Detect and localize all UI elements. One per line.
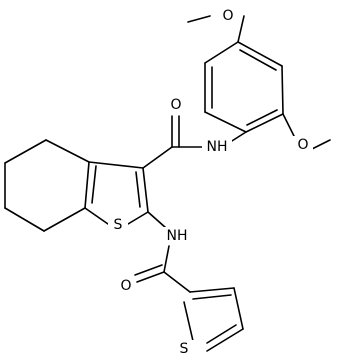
bond-carbonyl-thiophene <box>163 271 191 293</box>
bond-c3a-c3 <box>88 161 144 169</box>
bond-o-top-ring <box>237 15 245 43</box>
bond-cy-5 <box>43 207 86 232</box>
atom-nh-lower: NH <box>167 228 188 244</box>
bond-th-3 <box>206 328 244 352</box>
bond-methyl-top <box>187 15 211 23</box>
bond-cy-2 <box>4 139 47 164</box>
atom-s-benzothiophene: S <box>114 217 123 233</box>
bond-c3-c2-inner <box>135 171 141 208</box>
atom-labels: O O O NH S NH O S <box>108 7 313 358</box>
bond-c7a-c3a-inner <box>91 165 97 204</box>
bond-s-c7a <box>84 207 109 225</box>
bond-carbonyl-o-lower-2 <box>134 264 163 276</box>
bond-ring-a6 <box>204 41 239 64</box>
atom-nh-upper: NH <box>207 139 228 155</box>
bond-c7a-c3a <box>84 161 90 209</box>
bond-ring-a3-inner <box>246 109 278 126</box>
bond-ring-a1-inner <box>239 49 277 71</box>
atom-o-methoxy-right: O <box>297 137 308 153</box>
bond-ring-o-right <box>282 113 297 141</box>
bond-ring-a3 <box>245 113 284 133</box>
atom-s-thiophene: S <box>180 341 189 357</box>
bonds <box>4 15 331 352</box>
bond-cy-1 <box>45 139 90 163</box>
bond-c2-nh-lower <box>147 211 167 229</box>
bond-ring-a4 <box>204 111 247 133</box>
bond-th-1-inner <box>192 294 232 300</box>
bond-ring-a1 <box>237 41 283 67</box>
bond-nh-carbonyl-lower <box>163 245 170 273</box>
bond-ring-a2 <box>281 65 284 115</box>
atom-o-amide-lower: O <box>120 278 131 294</box>
bond-th-2 <box>233 287 244 330</box>
bond-carbonyl-c3 <box>142 146 173 169</box>
bond-c2-s <box>127 211 149 225</box>
bond-th-1 <box>189 287 235 293</box>
bond-th-4 <box>183 301 194 342</box>
bond-carbonyl-o-lower-1 <box>136 271 165 283</box>
bond-c3-c2-outer <box>142 167 149 213</box>
bond-o-right-methyl <box>309 139 331 151</box>
atom-o-amide-upper: O <box>170 97 181 113</box>
atom-o-methoxy-top: O <box>222 8 233 24</box>
bond-cy-4 <box>4 207 45 232</box>
bond-th-3-inner <box>206 324 237 344</box>
